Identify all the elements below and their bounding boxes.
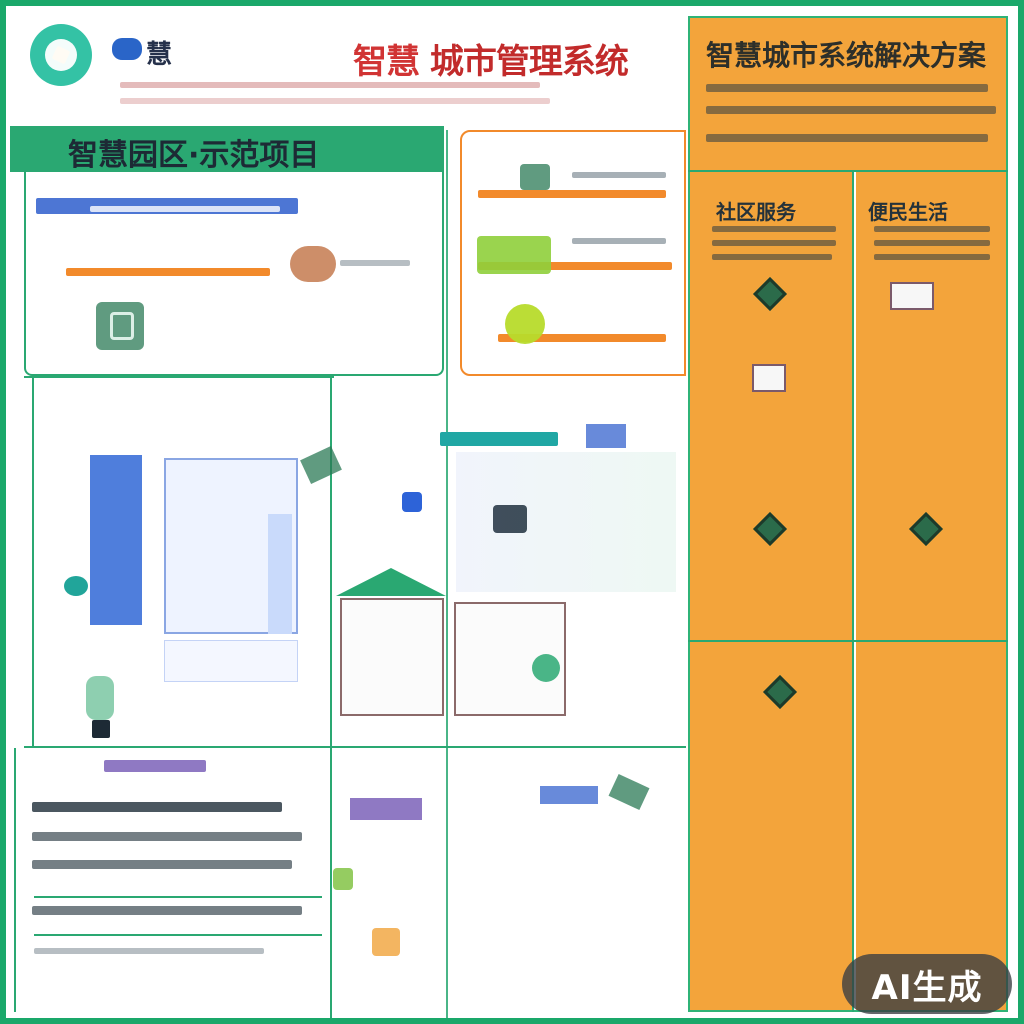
left-top-icon-card [96,302,144,350]
brand-text: 慧 [146,40,172,70]
right-panel-title: 智慧城市系统解决方案 [706,39,987,72]
right-right-column [856,172,1008,640]
right-top-orange-line-2 [478,262,672,270]
left-top-icon-blob [290,246,336,282]
camera-icon [493,505,527,533]
right-title-line-3 [706,134,988,142]
grid-line-v3 [446,130,448,1018]
right-top-panel [460,130,686,376]
grid-line-h2 [24,746,686,748]
title-part-2: 城市管理系统 [429,42,629,82]
right-card-1-line-1 [712,226,836,232]
right-top-icon-1 [520,164,550,190]
left-top-panel-tag-text [90,206,280,212]
bottom-left-divider-1 [34,896,322,898]
left-top-orange-line [66,268,270,276]
right-card-2-line-2 [874,240,990,246]
brand-logo [30,24,92,86]
bottom-left-line-3 [32,906,302,915]
right-title-panel [688,16,1008,170]
right-top-icon-2 [477,236,551,274]
bottom-left-tag [104,760,206,772]
grid-line-h1 [24,376,334,378]
brand: 慧 [112,32,206,72]
bottom-left-divider-2 [34,934,322,936]
house-icon [890,282,934,310]
right-title-line-2 [706,106,996,114]
right-divider-1 [688,170,1008,172]
mini-building-icon [752,364,786,392]
bottom-mid-icon-2 [372,928,400,956]
cloud-icon [112,38,142,60]
right-bottom-left [688,642,852,1012]
right-divider-2 [852,170,854,1012]
right-card-1-line-3 [712,254,832,260]
right-left-column [688,172,852,640]
middle-building-1 [340,598,444,716]
grid-line-v1 [32,376,34,748]
bottom-left-line-1 [32,832,302,841]
bottom-left-line-2 [32,860,292,869]
page-title: 智慧 城市管理系统 [353,34,629,83]
subheader-title: 智慧园区·示范项目 [68,138,320,173]
right-top-text-2 [572,238,666,244]
subheader-bar: 智慧园区·示范项目 [24,126,444,173]
left-top-panel [24,172,444,376]
bottom-left-footer-line [34,948,264,954]
document-icon [110,312,134,340]
right-card-1-line-2 [712,240,836,246]
diagram-grid [456,452,676,592]
right-card-2-line-3 [874,254,990,260]
right-divider-3 [688,640,1008,642]
bottom-right-tag [540,786,598,804]
right-title-line-1 [706,84,988,92]
bottom-left-heading [32,802,282,812]
person-illustration [86,676,114,720]
right-panel-border [688,16,1008,1012]
right-top-text-1 [572,172,666,178]
right-card-2-line-1 [874,226,990,232]
grid-line-v2 [330,376,332,1018]
right-card-2-title: 便民生活 [868,200,948,224]
bottom-mid-tag [350,798,422,820]
diagram-box-2 [402,492,422,512]
person-legs [92,720,110,738]
ai-generated-badge: AI生成 [842,954,1012,1014]
title-part-1: 智慧 [353,42,420,82]
diagram-tag [440,432,558,446]
building-blue [90,455,142,625]
header-decor-line-2 [120,98,550,104]
header-decor-line-1 [120,82,540,88]
status-dot-icon [532,654,560,682]
diagram-box-1 [586,424,626,448]
roof-shape [336,568,446,596]
building-side [268,514,292,634]
right-card-1-title: 社区服务 [716,200,796,224]
right-bottom-right [856,642,1008,1012]
chat-icon [64,576,88,596]
left-top-text-line [340,260,410,266]
right-top-orange-line-1 [478,190,666,198]
building-base [164,640,298,682]
bottom-left-panel [14,748,330,1012]
right-top-orange-line-3 [498,334,666,342]
bottom-mid-icon-1 [333,868,353,890]
right-top-icon-3 [505,304,545,344]
